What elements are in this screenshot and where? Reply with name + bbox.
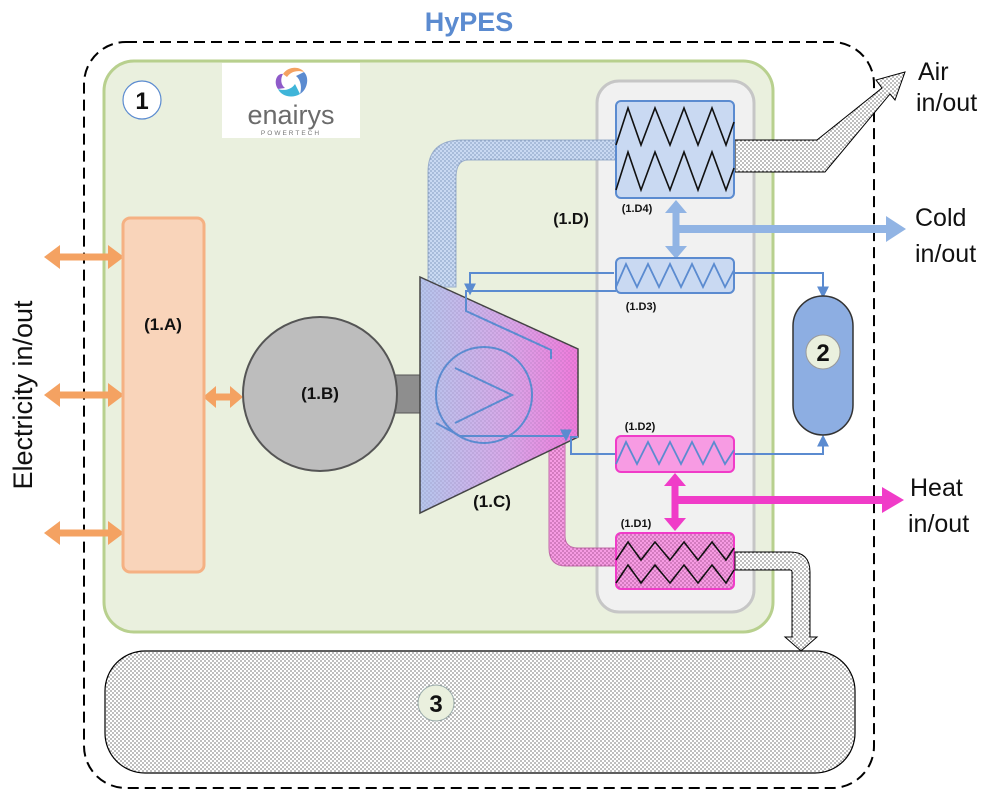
label-1c: (1.C)	[473, 492, 511, 511]
cold-arrow	[665, 200, 906, 259]
enairys-logo: enairys POWERTECH	[222, 63, 360, 138]
block-2-badge	[805, 334, 841, 370]
label-1d4: (1.D4)	[622, 203, 653, 215]
converter-machine-arrow	[203, 386, 243, 408]
cold-label-line2: in/out	[915, 240, 976, 268]
block-3-badge	[417, 684, 455, 722]
exhaust-to-storage-arrow	[734, 551, 819, 652]
electricity-label: Electricity in/out	[8, 300, 38, 490]
heat-label-line1: Heat	[910, 474, 963, 502]
label-1b: (1.B)	[301, 384, 339, 403]
block-1-badge	[122, 80, 162, 120]
electric-machine	[242, 316, 398, 472]
label-1d3: (1.D3)	[626, 301, 657, 313]
diagram-title: HyPES	[425, 7, 514, 37]
block-2-label: 2	[816, 340, 829, 367]
machine-shaft	[394, 374, 423, 414]
air-label-line2: in/out	[916, 89, 977, 117]
cold-label-line1: Cold	[915, 204, 966, 232]
label-1d1: (1.D1)	[621, 518, 652, 530]
logo-wordmark: enairys	[247, 100, 334, 130]
heat-label-line2: in/out	[908, 510, 969, 538]
electricity-arrow-middle	[44, 383, 124, 407]
air-outlet-arrow	[734, 71, 906, 173]
power-converter	[121, 216, 206, 574]
exchanger-d3	[615, 257, 735, 294]
exchanger-panel	[595, 79, 756, 614]
block-3-storage	[104, 650, 856, 774]
electricity-arrow-bottom	[44, 521, 124, 545]
turbine-heat-exchanger-symbol	[435, 346, 533, 444]
hypes-boundary	[83, 41, 875, 789]
exchanger-d4	[615, 100, 735, 199]
electricity-arrow-top	[44, 245, 124, 269]
logo-tagline: POWERTECH	[261, 130, 321, 137]
fluid-loop	[435, 272, 829, 455]
exchanger-d2	[615, 435, 735, 473]
exchanger-d1	[615, 532, 735, 590]
label-1a: (1.A)	[144, 315, 182, 334]
label-1d: (1.D)	[553, 211, 589, 228]
block-1-label: 1	[135, 88, 148, 115]
turbo-machine-texture	[420, 277, 578, 513]
air-label-line1: Air	[918, 58, 949, 86]
heat-arrow	[664, 473, 904, 531]
electricity-arrows	[44, 245, 243, 545]
block-3-label: 3	[429, 691, 442, 718]
label-1d2: (1.D2)	[625, 421, 656, 433]
